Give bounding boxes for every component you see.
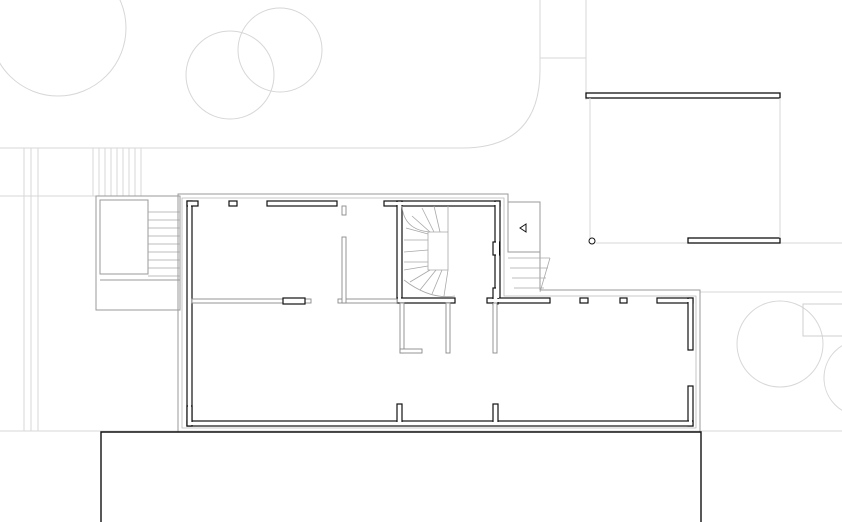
carport-structure (585, 92, 781, 245)
tree-canopy (736, 300, 824, 388)
street-edge (0, 0, 541, 149)
carport-beam (585, 92, 781, 99)
entrance-area (507, 201, 551, 293)
site-element (802, 303, 842, 337)
carport-beam (687, 237, 781, 244)
tree-canopy (0, 0, 127, 97)
entrance-recess (507, 201, 541, 253)
entrance-arrow-icon (519, 223, 527, 233)
street-edge (540, 0, 587, 59)
interior-stair (401, 205, 456, 298)
tree-canopy (823, 345, 842, 411)
foreground-block (100, 431, 702, 522)
exterior-walls (186, 200, 694, 427)
foreground-outline (100, 431, 702, 522)
tree-canopy (237, 7, 323, 93)
building-plinth (177, 193, 701, 433)
exterior-stairs-left (95, 195, 181, 311)
path-stripes (23, 148, 142, 431)
site-context (0, 0, 842, 432)
column-point-icon (588, 237, 596, 245)
annex-inner (99, 199, 149, 275)
annex-outline (95, 195, 181, 311)
interior-partitions (191, 205, 498, 354)
tree-canopy (185, 30, 275, 120)
